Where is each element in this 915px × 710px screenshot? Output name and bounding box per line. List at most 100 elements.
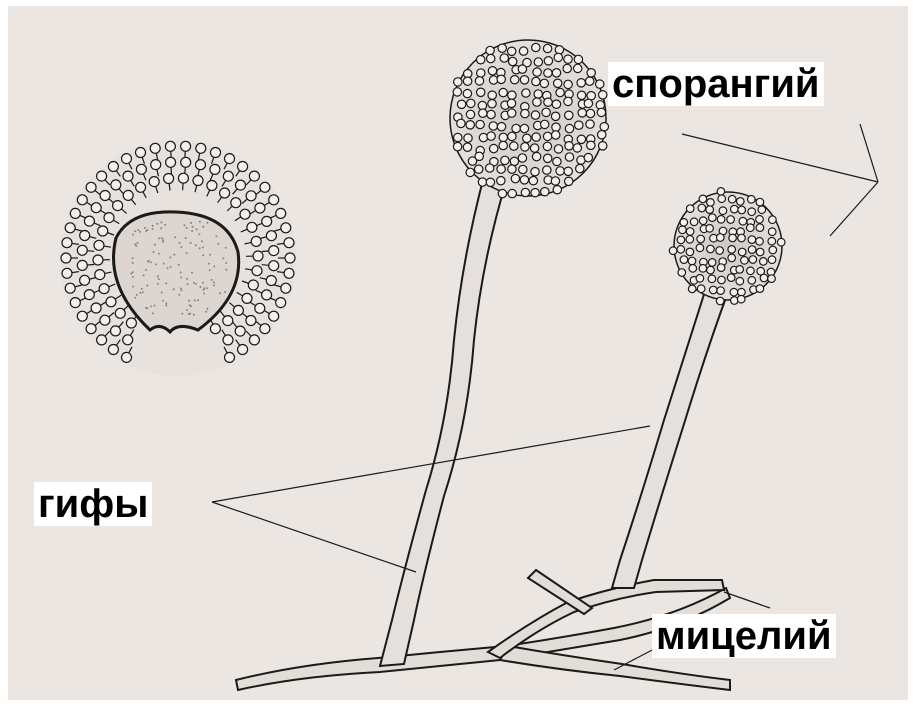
spore (575, 121, 583, 129)
spore (486, 46, 494, 54)
hyphae-label: гифы (34, 482, 152, 526)
columella-speck (180, 288, 182, 290)
spore (584, 99, 592, 107)
spore (707, 245, 715, 253)
columella-speck (163, 263, 165, 265)
spore (498, 189, 506, 197)
spore (500, 54, 508, 62)
spore (126, 318, 136, 328)
spore (565, 124, 573, 132)
spore (284, 238, 294, 248)
spore (80, 231, 90, 241)
columella-speck (132, 234, 134, 236)
spore (706, 206, 714, 214)
columella-speck (161, 291, 163, 293)
spore (600, 123, 608, 131)
spore (688, 285, 696, 293)
spore (91, 203, 101, 213)
spore (207, 181, 217, 191)
spore (477, 88, 485, 96)
columella-speck (170, 266, 172, 268)
spore (77, 260, 87, 270)
spore (181, 141, 191, 151)
spore (738, 206, 746, 214)
spore (136, 148, 146, 158)
columella-speck (165, 282, 167, 284)
spore (123, 190, 133, 200)
columella-speck (139, 231, 141, 233)
columella-speck (167, 267, 169, 269)
spore (487, 132, 495, 140)
spore (269, 261, 279, 271)
spore (749, 256, 757, 264)
spore (553, 186, 561, 194)
spore (678, 269, 686, 277)
columella-speck (144, 227, 146, 229)
spore (94, 240, 104, 250)
columella-speck (173, 288, 175, 290)
spore (262, 216, 272, 226)
spore (166, 157, 176, 167)
spore (534, 90, 542, 98)
spore (533, 98, 541, 106)
columella-speck (186, 227, 188, 229)
spore (99, 284, 109, 294)
columella-speck (215, 235, 217, 237)
spore (463, 143, 471, 151)
spore (748, 208, 756, 216)
spore (70, 208, 80, 218)
spore (478, 178, 486, 186)
spore (690, 218, 698, 226)
spore (499, 141, 507, 149)
spore (111, 326, 121, 336)
spore (756, 224, 764, 232)
columella-speck (225, 262, 227, 264)
spore (708, 275, 716, 283)
spore (756, 248, 764, 256)
columella-speck (186, 309, 188, 311)
columella-speck (134, 243, 136, 245)
spore (564, 80, 572, 88)
spore (708, 259, 716, 267)
columella-speck (178, 264, 180, 266)
spore (573, 144, 581, 152)
spore (251, 236, 261, 246)
columella-speck (225, 269, 227, 271)
spore (563, 64, 571, 72)
columella-speck (202, 254, 204, 256)
spore (768, 228, 776, 236)
columella-speck (189, 313, 191, 315)
spore (597, 108, 605, 116)
columella-speck (150, 261, 152, 263)
columella-speck (158, 237, 160, 239)
columella-speck (152, 225, 154, 227)
columella-speck (137, 229, 139, 231)
spore (507, 99, 515, 107)
columella-speck (179, 242, 181, 244)
spore (736, 266, 744, 274)
spore (698, 204, 706, 212)
spore (457, 100, 465, 108)
spore (736, 277, 744, 285)
spore (255, 303, 265, 313)
spore (497, 123, 505, 131)
spore (269, 246, 279, 256)
spore (565, 142, 573, 150)
spore (738, 248, 746, 256)
spore (551, 112, 559, 120)
spore (136, 182, 146, 192)
spore (768, 275, 776, 283)
columella-speck (145, 307, 147, 309)
columella-speck (150, 305, 152, 307)
spore (115, 308, 125, 318)
mycelium-label: мицелий (652, 614, 836, 658)
columella-speck (206, 222, 208, 224)
spore (62, 238, 72, 248)
spore (235, 326, 245, 336)
spore (577, 79, 585, 87)
spore (196, 143, 206, 153)
columella-speck (185, 237, 187, 239)
spore (564, 97, 572, 105)
spore (706, 225, 714, 233)
spore (260, 324, 270, 334)
